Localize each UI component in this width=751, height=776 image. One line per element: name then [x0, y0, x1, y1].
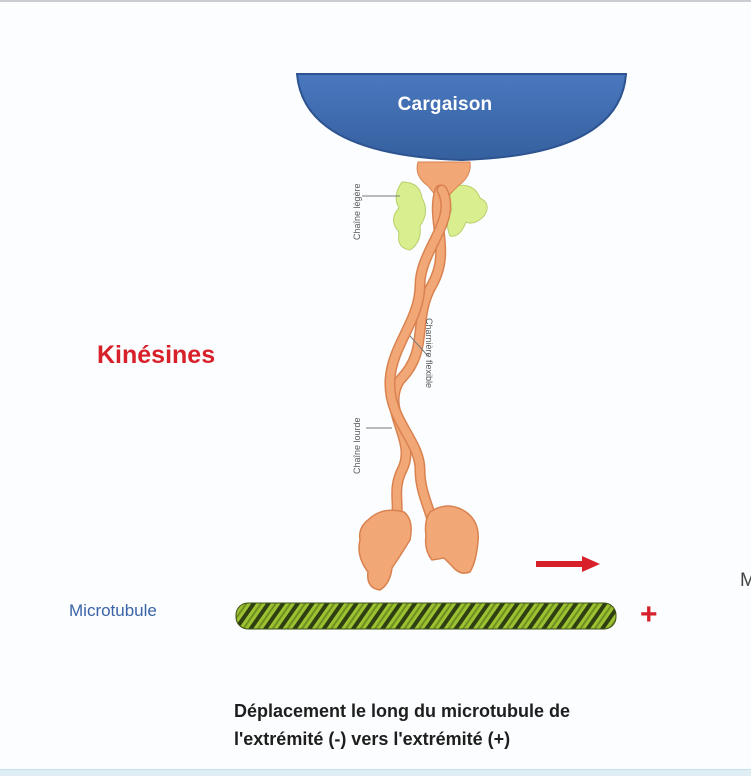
direction-arrow [536, 556, 600, 572]
caption-line-1: Déplacement le long du microtubule de [234, 701, 571, 721]
cargo-label: Cargaison [397, 94, 493, 115]
caption-line-2: l'extrémité (-) vers l'extrémité (+) [234, 729, 511, 749]
kinesin-stalk [384, 184, 452, 526]
heavy-chain-label: Chaîne lourde [352, 417, 362, 474]
truncated-text: M [740, 570, 751, 591]
kinesin-heads [358, 505, 479, 591]
top-border [0, 0, 751, 2]
flexible-chain-label: Charnière flexible [424, 318, 434, 389]
microtubule-label: Microtubule [69, 601, 157, 620]
bottom-border [0, 769, 751, 776]
light-chain-label: Chaîne légère [352, 183, 362, 240]
kinesin-title: Kinésines [97, 341, 216, 369]
cargo-shape [295, 73, 628, 162]
light-chain [393, 181, 488, 251]
microtubule-shape [235, 602, 617, 630]
plus-end-label: + [640, 598, 658, 631]
caption: Déplacement le long du microtubule de l'… [234, 697, 704, 753]
flexible-leader [409, 335, 429, 357]
